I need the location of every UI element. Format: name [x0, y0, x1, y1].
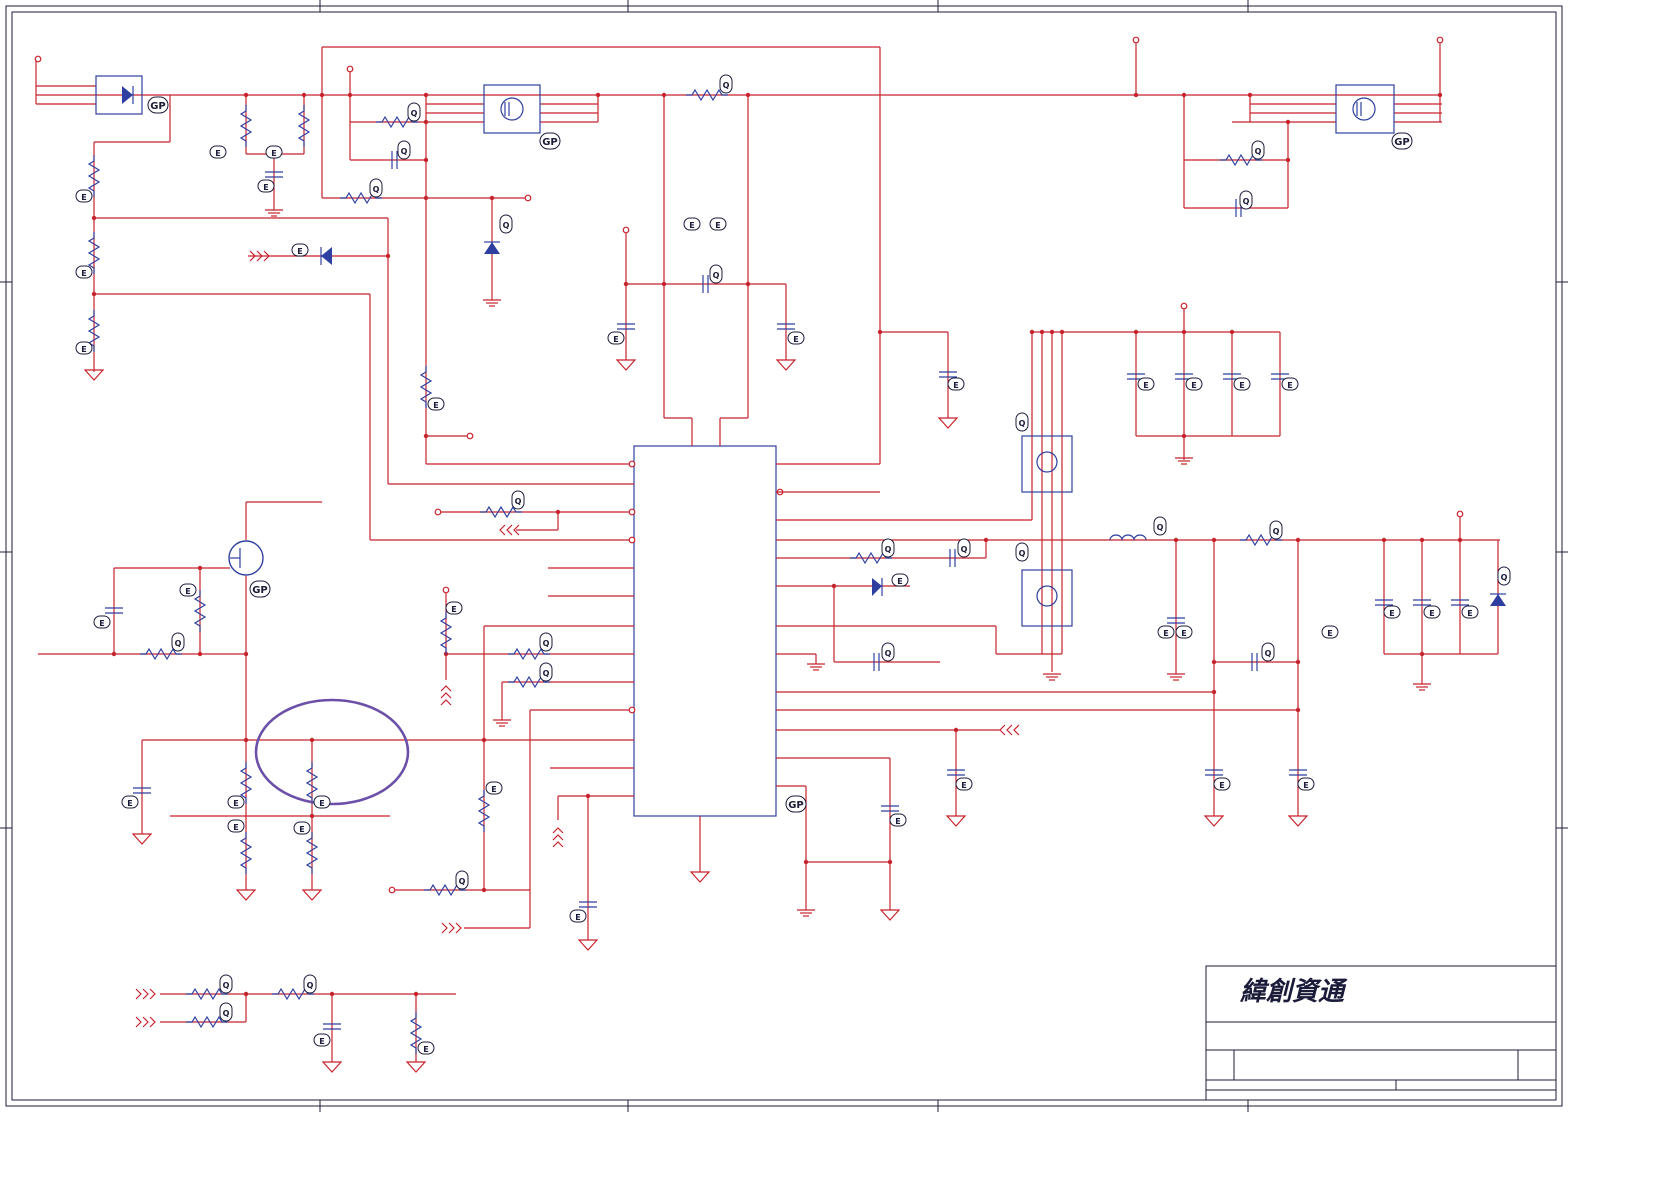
title-block: 緯創資通: [1206, 966, 1556, 1100]
svg-text:GP: GP: [252, 585, 268, 596]
company-name: 緯創資通: [1239, 977, 1348, 1007]
power-ports: [35, 37, 1463, 893]
sheet-frame: [0, 0, 1568, 1112]
ground-icon: [85, 210, 1431, 1072]
component-tags: [76, 75, 1510, 1054]
wires: [36, 40, 1500, 1062]
svg-text:GP: GP: [1394, 137, 1410, 148]
junctions: [92, 93, 1462, 996]
svg-text:GP: GP: [150, 101, 166, 112]
mosfet-icon: [229, 85, 1394, 626]
svg-text:GP: GP: [788, 800, 804, 811]
svg-text:GP: GP: [542, 137, 558, 148]
resistors: [89, 90, 1282, 1054]
highlight-ellipse: [256, 700, 408, 804]
inductor-icon: [1110, 535, 1146, 540]
controller-ic: [634, 446, 776, 816]
gp-labels: GP GP GP GP GP: [148, 97, 1412, 812]
